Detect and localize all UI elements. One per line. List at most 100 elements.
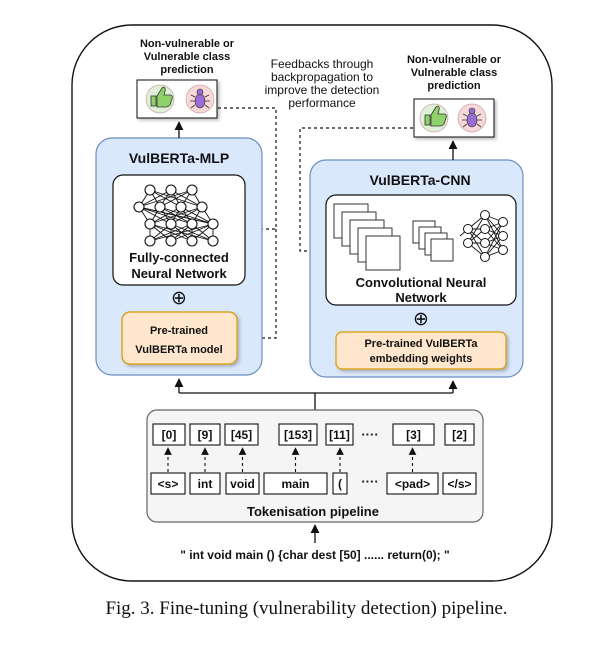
- cnn-title: VulBERTa-CNN: [369, 172, 470, 188]
- pred-left-line1: Non-vulnerable or: [140, 38, 235, 50]
- network-node: [165, 218, 177, 230]
- pred-left-line3: prediction: [160, 64, 213, 76]
- token-text: <pad>: [395, 477, 430, 491]
- token-id-box: [152, 423, 186, 446]
- token-text: void: [230, 477, 255, 491]
- network-node: [154, 201, 166, 213]
- feedback-line4: performance: [288, 96, 356, 110]
- token-arrows: [164, 447, 417, 472]
- mlp-title: VulBERTa-MLP: [129, 150, 229, 166]
- token-row: <s> int void main ( <pad> </s>: [150, 472, 477, 495]
- network-node: [480, 238, 490, 248]
- token-ellipsis: ····: [361, 474, 378, 489]
- network-edge: [159, 189, 193, 208]
- token-box: [386, 472, 439, 495]
- token-id-text: [153]: [284, 428, 312, 442]
- cnn-dense-network-icon: [459, 210, 508, 262]
- token-id-text: [9]: [198, 428, 213, 442]
- token-id-text: [45]: [231, 428, 252, 442]
- network-node: [480, 252, 490, 262]
- figure-caption: Fig. 3. Fine-tuning (vulnerability detec…: [105, 598, 508, 619]
- token-text: (: [338, 477, 342, 491]
- token-id-row: [0] [9] [45] [153] [11] [3] [2]: [152, 423, 475, 446]
- network-node: [144, 218, 156, 230]
- pred-left-line2: Vulnerable class: [144, 51, 230, 63]
- output-arrows: [174, 121, 458, 160]
- network-node: [463, 238, 473, 248]
- network-node: [186, 235, 198, 247]
- network-edge: [170, 206, 203, 225]
- token-id-text: [11]: [329, 428, 350, 442]
- token-id-text: [2]: [452, 428, 467, 442]
- feature-map: [365, 235, 401, 271]
- network-node: [480, 210, 490, 220]
- cnn-nn-label-line1: Convolutional Neural: [356, 275, 487, 290]
- token-text: int: [198, 477, 213, 491]
- token-box: [150, 472, 186, 495]
- network-node: [133, 201, 145, 213]
- network-node: [175, 201, 187, 213]
- thumbs-up-icon: [145, 84, 175, 114]
- bug-icon: [457, 103, 487, 133]
- network-node: [498, 217, 508, 227]
- bug-icon: [185, 84, 215, 114]
- network-node: [480, 224, 490, 234]
- token-id-box: [278, 423, 318, 446]
- cnn-nn-label-line2: Network: [395, 290, 447, 305]
- input-arrows: [174, 378, 458, 543]
- id-ellipsis: ····: [361, 427, 378, 442]
- token-box: [263, 472, 328, 495]
- token-id-box: [189, 423, 221, 446]
- token-box: [442, 472, 477, 495]
- token-id-box: [444, 423, 475, 446]
- network-node: [144, 235, 156, 247]
- network-edge: [170, 223, 214, 242]
- pred-right-line1: Non-vulnerable or: [407, 54, 502, 66]
- network-edge: [149, 223, 214, 242]
- token-text: main: [281, 477, 309, 491]
- token-id-text: [3]: [406, 428, 421, 442]
- network-edge: [467, 214, 486, 244]
- feedback-line1: Feedbacks through: [271, 57, 374, 71]
- network-edge: [138, 189, 172, 208]
- network-edge: [149, 223, 193, 242]
- thumbs-up-icon: [419, 103, 449, 133]
- mlp-pretrained-box: [121, 311, 238, 365]
- token-id-box: [392, 423, 435, 446]
- network-node: [165, 235, 177, 247]
- pred-right-line2: Vulnerable class: [411, 67, 497, 79]
- mlp-nn-label-line1: Fully-connected: [129, 250, 229, 265]
- network-node: [207, 218, 219, 230]
- network-edge: [149, 206, 203, 225]
- network-node: [498, 245, 508, 255]
- mlp-pretrained-line1: Pre-trained: [150, 325, 208, 337]
- network-edge: [138, 189, 193, 208]
- mlp-pretrained-line2: VulBERTa model: [135, 344, 222, 356]
- token-text: </s>: [447, 477, 471, 491]
- input-code: " int void main () {char dest [50] .....…: [180, 548, 449, 562]
- network-edge: [149, 206, 182, 225]
- cnn-plus-icon: ⊕: [413, 309, 429, 330]
- pred-right-line3: prediction: [427, 80, 480, 92]
- network-node: [144, 184, 156, 196]
- mlp-plus-icon: ⊕: [171, 288, 187, 309]
- token-text: <s>: [158, 477, 179, 491]
- network-node: [186, 218, 198, 230]
- pooled-map: [430, 238, 454, 262]
- cnn-weights-line2: embedding weights: [370, 353, 473, 365]
- convolution-layers-icon: [333, 203, 454, 271]
- network-edge: [484, 221, 504, 258]
- network-node: [165, 184, 177, 196]
- token-id-text: [0]: [162, 428, 177, 442]
- feedback-line2: backpropagation to: [271, 70, 373, 84]
- token-box: [225, 472, 260, 495]
- feedback-line3: improve the detection: [265, 83, 380, 97]
- network-node: [186, 184, 198, 196]
- token-id-box: [224, 423, 259, 446]
- mlp-nn-label-line2: Neural Network: [131, 266, 227, 281]
- network-node: [463, 224, 473, 234]
- token-box: [189, 472, 221, 495]
- network-node: [498, 231, 508, 241]
- cnn-weights-line1: Pre-trained VulBERTa: [364, 338, 478, 350]
